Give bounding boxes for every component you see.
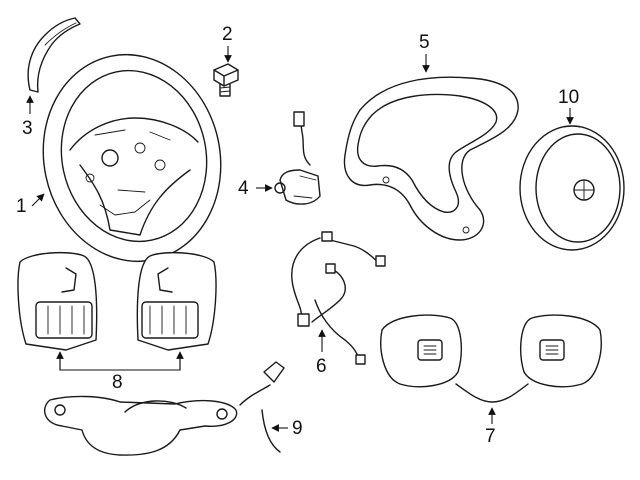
leaders bbox=[26, 46, 574, 432]
part-3-trim-cover bbox=[27, 17, 81, 93]
part-4-sensor bbox=[274, 111, 321, 205]
callout-1: 1 bbox=[16, 196, 27, 217]
callout-4: 4 bbox=[238, 178, 249, 199]
part-10-air-bag bbox=[519, 125, 625, 251]
callout-6: 6 bbox=[316, 356, 327, 377]
part-5-trim-panel bbox=[343, 76, 519, 241]
part-9-switch-cluster bbox=[43, 361, 285, 456]
callout-10: 10 bbox=[558, 87, 579, 108]
part-7-switches bbox=[380, 314, 602, 403]
callout-7: 7 bbox=[485, 426, 496, 447]
part-2-bolt bbox=[213, 63, 239, 97]
callout-9: 9 bbox=[292, 418, 303, 439]
callout-8: 8 bbox=[112, 372, 123, 393]
part-6-wiring-harness bbox=[291, 231, 386, 365]
part-1-steering-wheel bbox=[42, 53, 222, 263]
callout-2: 2 bbox=[222, 24, 233, 45]
part-8-paddles bbox=[17, 251, 217, 371]
callout-5: 5 bbox=[419, 32, 430, 53]
callout-3: 3 bbox=[22, 118, 33, 139]
